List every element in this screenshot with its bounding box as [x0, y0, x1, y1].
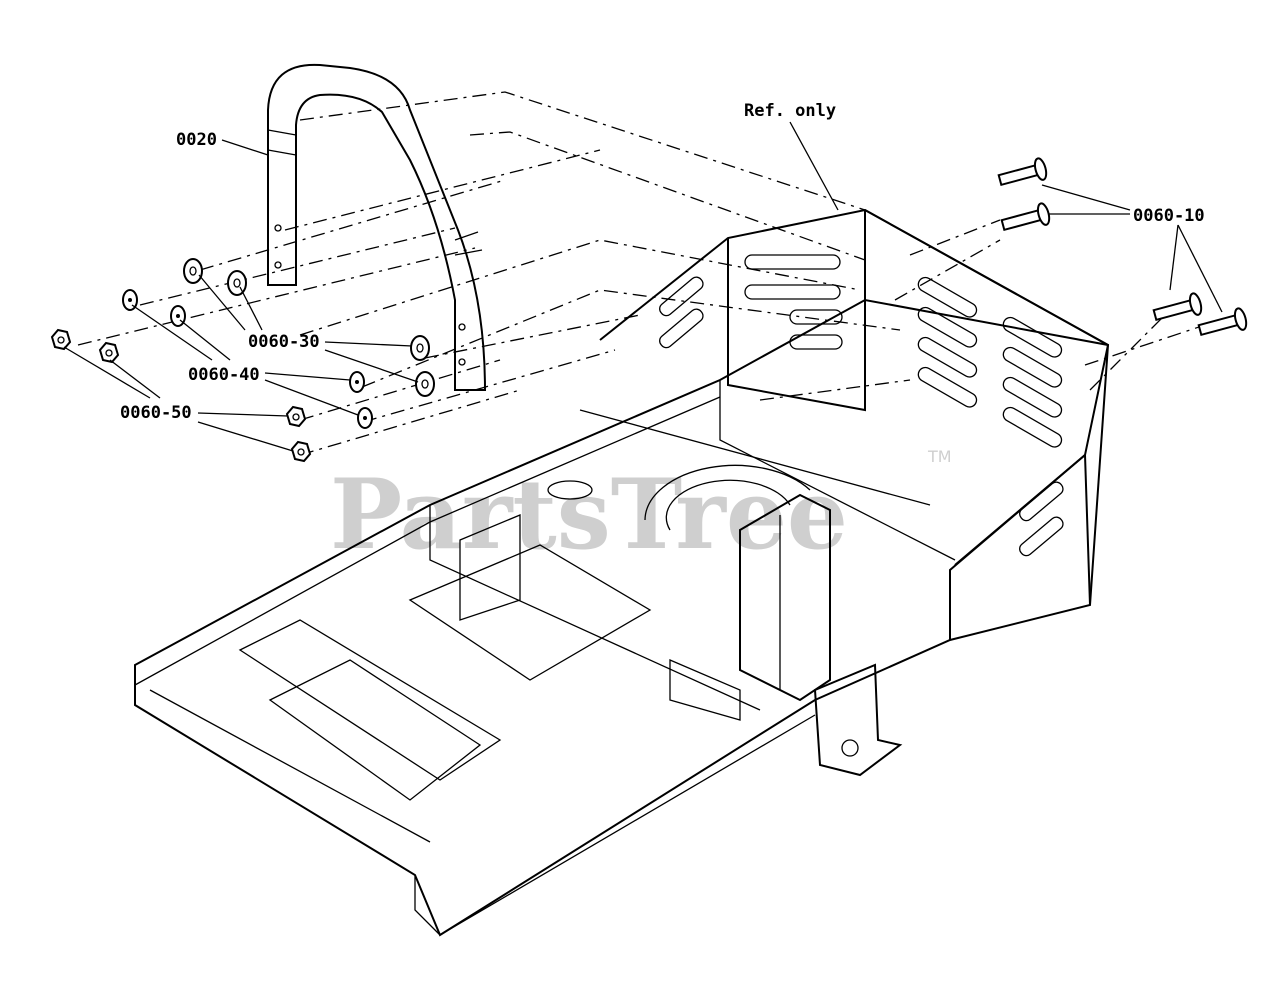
bolt — [1197, 307, 1248, 337]
side-bracket — [739, 493, 903, 777]
label-0060-10: 0060-10 — [1133, 206, 1205, 226]
label-ref-only: Ref. only — [744, 101, 836, 121]
bolts — [997, 157, 1248, 337]
label-0060-50: 0060-50 — [120, 403, 192, 423]
callout-labels: 0020 Ref. only 0060-10 0060-30 0060-40 0… — [120, 101, 1205, 423]
label-0020: 0020 — [176, 130, 217, 150]
watermark: PartsTree — [330, 458, 848, 571]
nuts — [50, 328, 312, 463]
bolt — [1152, 292, 1203, 322]
callout-leaders — [63, 121, 1223, 452]
assembly-lines — [77, 91, 1221, 456]
label-0060-40: 0060-40 — [188, 365, 260, 385]
frame — [134, 298, 1110, 937]
label-0060-30: 0060-30 — [248, 332, 320, 352]
bolt — [1000, 202, 1051, 232]
seat-pan — [547, 208, 1109, 640]
watermark-trademark: TM — [927, 447, 952, 466]
bolt — [997, 157, 1048, 187]
slots — [659, 254, 1064, 557]
roll-bar — [267, 63, 487, 391]
